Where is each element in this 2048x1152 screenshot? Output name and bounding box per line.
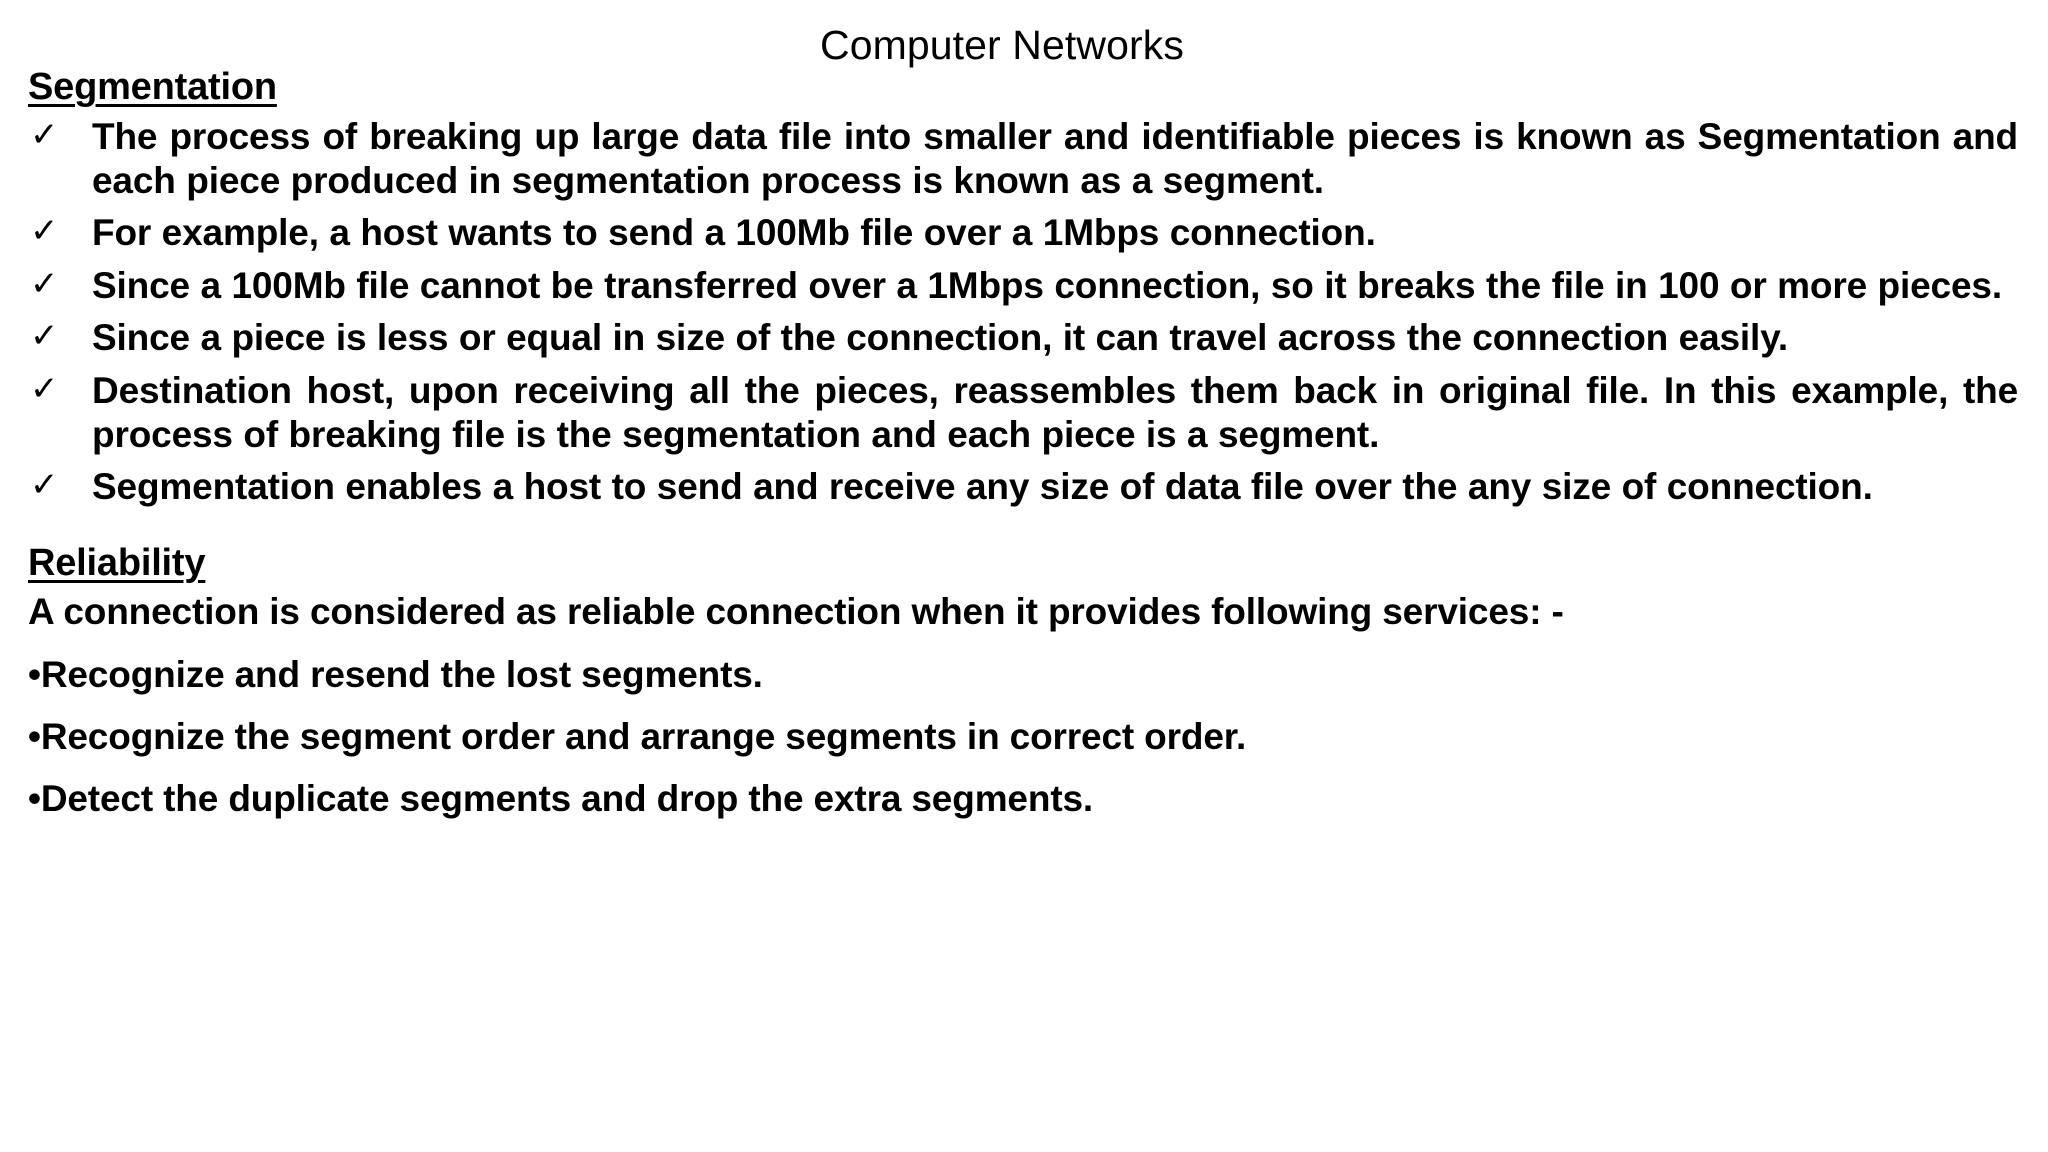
list-item: ✓ Since a 100Mb file cannot be transferr…	[28, 264, 2018, 308]
list-item-text: Segmentation enables a host to send and …	[92, 466, 1873, 508]
list-item: ✓ The process of breaking up large data …	[28, 115, 2018, 204]
segmentation-bullet-list: ✓ The process of breaking up large data …	[28, 115, 2018, 510]
list-item-text: Detect the duplicate segments and drop t…	[40, 778, 1094, 820]
list-item-text: For example, a host wants to send a 100M…	[92, 212, 1376, 254]
list-item-text: The process of breaking up large data fi…	[92, 115, 2018, 201]
dot-icon: •	[28, 778, 41, 820]
list-item: •Recognize the segment order and arrange…	[28, 715, 2018, 759]
dot-icon: •	[28, 716, 41, 757]
list-item-text: Destination host, upon receiving all the…	[92, 369, 2018, 455]
list-item-text: Since a 100Mb file cannot be transferred…	[92, 264, 2002, 306]
reliability-bullet-list: •Recognize and resend the lost segments.…	[28, 653, 2018, 822]
check-icon: ✓	[30, 368, 59, 409]
dot-icon: •	[28, 653, 41, 695]
section-reliability: Reliability	[28, 542, 2018, 591]
check-icon: ✓	[30, 263, 59, 304]
list-item: •Detect the duplicate segments and drop …	[28, 777, 2018, 821]
list-item-text: Recognize and resend the lost segments.	[40, 653, 763, 695]
list-item: ✓ Since a piece is less or equal in size…	[28, 316, 2018, 360]
list-item: •Recognize and resend the lost segments.	[28, 653, 2018, 697]
list-item: ✓ Segmentation enables a host to send an…	[28, 465, 2018, 509]
check-icon: ✓	[30, 211, 59, 252]
check-icon: ✓	[30, 114, 59, 155]
list-item: ✓ Destination host, upon receiving all t…	[28, 369, 2018, 458]
reliability-intro-text: A connection is considered as reliable c…	[28, 591, 1564, 633]
slide-body: Segmentation ✓ The process of breaking u…	[28, 66, 2018, 840]
list-item-text: Since a piece is less or equal in size o…	[92, 317, 1789, 359]
section-segmentation: Segmentation	[28, 66, 2018, 115]
section-heading-segmentation: Segmentation	[28, 66, 277, 108]
list-item: ✓ For example, a host wants to send a 10…	[28, 211, 2018, 255]
check-icon: ✓	[30, 316, 59, 357]
section-heading-reliability: Reliability	[28, 541, 206, 584]
check-icon: ✓	[30, 465, 59, 506]
slide-title: Computer Networks	[820, 22, 1184, 68]
list-item-text: Recognize the segment order and arrange …	[40, 716, 1247, 757]
